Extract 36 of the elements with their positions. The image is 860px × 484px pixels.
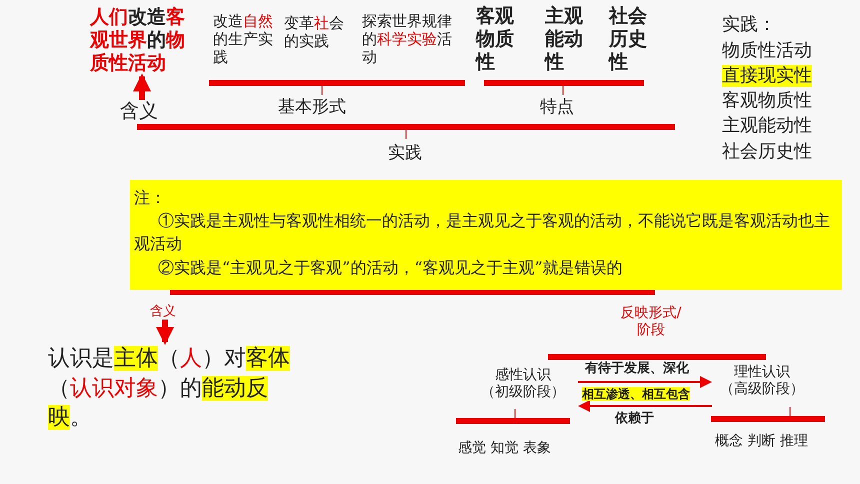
stage-level: （高级阶段） (719, 380, 805, 398)
list-item: 社会历史性 (722, 141, 812, 163)
list-item: 物质性活动 (722, 40, 812, 62)
note-heading: 注： (134, 187, 167, 209)
note-box (130, 180, 842, 290)
category-label: 反映形式/阶段 (620, 305, 682, 339)
list-item: 客观物质性 (722, 90, 812, 112)
item-list: 概念 判断 推理 (715, 433, 808, 450)
arrow (156, 320, 174, 345)
stage-name: 理性认识 (733, 364, 791, 381)
meaning-label: 含义 (150, 304, 190, 320)
edge-note: 相互渗透、相互包含 (582, 387, 690, 402)
note-text: ②实践是“主观见之于客观”的活动，“客观见之于主观”就是错误的 (157, 256, 624, 279)
list-heading: 实践： (722, 14, 776, 36)
form-label: 探索世界规律的科学实验活动 (362, 12, 453, 66)
category-label: 特点 (540, 97, 574, 118)
arrow (578, 400, 712, 412)
stage-name: 感性认识 (494, 367, 552, 384)
list-item: 主观能动性 (722, 115, 812, 137)
meaning-label: 含义 (120, 100, 170, 123)
arrow (133, 73, 151, 100)
item-list: 感觉 知觉 表象 (458, 440, 551, 457)
topic-label: 实践 (388, 143, 422, 164)
feature-label: 客观物质性 (476, 5, 515, 74)
list-item: 直接现实性 (722, 65, 812, 87)
arrow (578, 376, 712, 388)
feature-label: 主观能动性 (545, 5, 584, 74)
edge-label: 有待于发展、深化 (585, 361, 689, 377)
definition-text: 人们改造客观世界的物质性活动 (90, 6, 202, 74)
note-text: ①实践是主观性与客观性相统一的活动，是主观见之于客观的活动，不能说它既是客观活动也主观活动 (134, 210, 831, 256)
category-label: 基本形式 (278, 97, 346, 118)
stage-level: （初级阶段） (480, 384, 566, 401)
form-label: 变革社会的实践 (284, 14, 344, 50)
edge-label: 依赖于 (615, 411, 654, 427)
form-label: 改造自然的生产实践 (213, 12, 274, 66)
feature-label: 社会历史性 (609, 5, 648, 74)
